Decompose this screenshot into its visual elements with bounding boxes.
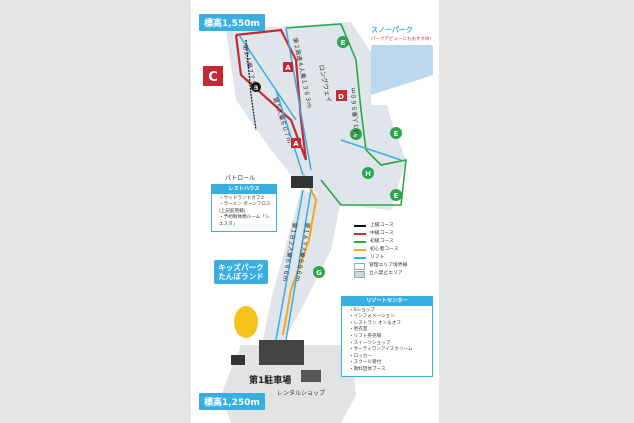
ski-course-map: A A B C D E E E F G H 第２人乗７７５m 第２高速４人乗１３… <box>203 22 433 423</box>
lift-line-5 <box>285 189 312 341</box>
svg-text:D: D <box>338 93 344 101</box>
snow-park-photo-slope <box>371 75 433 105</box>
legend-item: 立入禁止エリア <box>354 270 434 278</box>
svg-text:C: C <box>208 70 218 85</box>
list-item: サーティワンアイスクリーム <box>349 347 428 354</box>
lift-line-3 <box>275 89 304 176</box>
list-item: Sショップ <box>349 308 428 315</box>
resort-center-callout: リゾートセンター Sショップ インフォメーション レストラン オン＆オフ 更衣室… <box>341 296 433 377</box>
resort-center-title: リゾートセンター <box>342 297 432 306</box>
svg-text:F: F <box>354 131 359 139</box>
list-item: ロッカー <box>349 354 428 361</box>
rental-shop-building <box>301 370 321 382</box>
map-legend: 上級コース 中級コース 初級コース 初心者コース リフト 管理エリア境界線 立入… <box>354 222 434 278</box>
legend-label: 初級コース <box>370 239 394 244</box>
elevation-bottom-label: 標高1,250m <box>199 393 265 410</box>
legend-swatch <box>354 249 366 251</box>
list-item: ラーメン ボーンフロス(上記館管轄) <box>219 202 272 215</box>
list-item: レストラン オン＆オフ <box>349 321 428 328</box>
legend-swatch <box>354 262 365 270</box>
svg-text:G: G <box>316 269 322 277</box>
course-black <box>245 39 257 131</box>
patrol-label: パトロール <box>225 175 256 182</box>
course-orange <box>282 174 318 336</box>
resort-center-list: Sショップ インフォメーション レストラン オン＆オフ 更衣室 リフト券売場 ス… <box>342 306 432 376</box>
legend-swatch <box>354 241 366 243</box>
rest-house-building <box>291 176 313 188</box>
legend-label: 中級コース <box>370 231 394 236</box>
svg-text:E: E <box>394 192 399 200</box>
kids-park-label: キッズパーク たんぽランド <box>214 260 268 284</box>
course-marker-h: H <box>362 167 374 179</box>
course-marker-a: A <box>283 62 293 72</box>
rest-house-callout: レストハウス ウッドランドカフェ ラーメン ボーンフロス(上記館管轄) 予約制休… <box>211 184 277 232</box>
resort-center-building <box>259 340 304 365</box>
legend-label: 立入禁止エリア <box>369 271 403 276</box>
legend-label: 管理エリア境界線 <box>369 263 408 268</box>
legend-label: リフト <box>370 255 385 260</box>
course-marker-a-2: A <box>291 138 301 148</box>
slope-area-upper <box>226 22 406 210</box>
list-item: ウッドランドカフェ <box>219 196 272 203</box>
course-marker-f: F <box>350 128 362 140</box>
legend-item: 中級コース <box>354 230 434 238</box>
legend-item: 上級コース <box>354 222 434 230</box>
legend-swatch <box>354 270 365 278</box>
legend-label: 初心者コース <box>370 247 399 252</box>
snow-park-subtitle: パークデビューにもおすすめ! <box>371 37 432 42</box>
elevation-top-label: 標高1,550m <box>199 14 265 31</box>
list-item: 更衣室 <box>349 327 428 334</box>
course-marker-b: B <box>251 82 261 92</box>
svg-text:E: E <box>341 39 346 47</box>
legend-swatch <box>354 225 366 227</box>
legend-item: 初級コース <box>354 238 434 246</box>
svg-text:H: H <box>365 170 371 178</box>
small-building <box>231 355 245 365</box>
list-item: スクール受付 <box>349 360 428 367</box>
list-item: リフト券売場 <box>349 334 428 341</box>
rental-shop-label: レンタルショップ <box>277 390 326 397</box>
legend-swatch <box>354 257 366 259</box>
course-marker-c: C <box>203 66 223 86</box>
legend-item: 管理エリア境界線 <box>354 262 434 270</box>
ski-map-page: A A B C D E E E F G H 第２人乗７７５m 第２高速４人乗１３… <box>191 0 439 423</box>
course-marker-d: D <box>336 90 347 101</box>
lift-line-1 <box>238 34 297 121</box>
kids-park-area <box>234 306 258 338</box>
rest-house-list: ウッドランドカフェ ラーメン ボーンフロス(上記館管轄) 予約制休憩ルーム「シエ… <box>212 194 276 231</box>
rest-house-title: レストハウス <box>212 185 276 194</box>
parking-label: 第1駐車場 <box>249 376 292 386</box>
list-item: インフォメーション <box>349 314 428 321</box>
legend-item: リフト <box>354 254 434 262</box>
legend-swatch <box>354 233 366 235</box>
svg-text:A: A <box>293 140 299 148</box>
svg-text:E: E <box>394 130 399 138</box>
course-marker-e-2: E <box>390 127 402 139</box>
lift-line-4 <box>275 189 304 341</box>
svg-text:B: B <box>254 85 259 92</box>
list-item: 予約制休憩ルーム「シエスタ」 <box>219 215 272 228</box>
course-marker-e-3: E <box>390 189 402 201</box>
svg-text:A: A <box>285 64 291 72</box>
lift-line-2 <box>285 27 312 171</box>
lift-line-6 <box>340 139 402 161</box>
legend-item: 初心者コース <box>354 246 434 254</box>
snow-park-title: スノーパーク <box>371 26 413 34</box>
course-marker-g: G <box>313 266 325 278</box>
snow-park-label: スノーパーク パークデビューにもおすすめ! <box>371 26 431 44</box>
list-item: 救料団体ブース <box>349 367 428 374</box>
list-item: スイーツショップ <box>349 341 428 348</box>
legend-label: 上級コース <box>370 223 394 228</box>
course-marker-e: E <box>337 36 349 48</box>
